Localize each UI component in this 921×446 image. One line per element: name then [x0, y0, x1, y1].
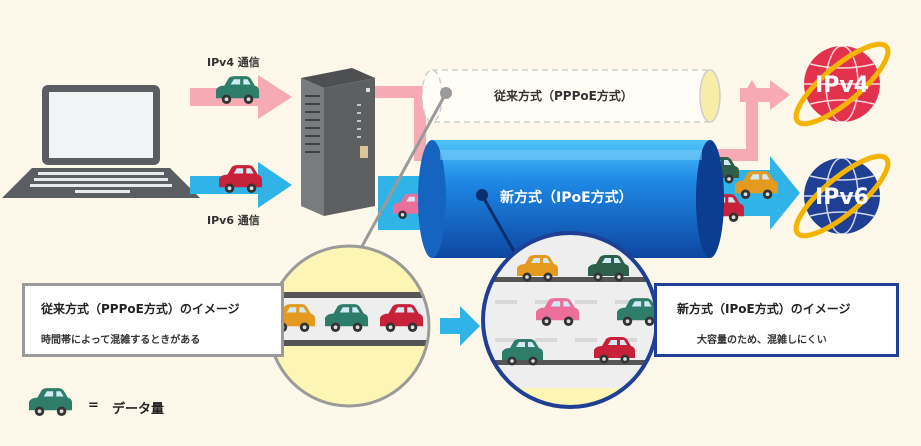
ipv6-globe-icon [793, 153, 891, 239]
ipv6-globe-label: IPv6 [815, 185, 869, 210]
ipv4-communication-label: IPv4 通信 [207, 56, 260, 69]
pppoe-zoom-circle [267, 244, 431, 408]
router-icon [301, 68, 375, 216]
pppoe-method-label: 従来方式（PPPoE方式） [494, 89, 633, 103]
ipoe-info-title: 新方式（IPoE方式）のイメージ [677, 302, 851, 316]
ipoe-info-subtitle: 大容量のため、混雑しにくい [697, 335, 827, 346]
pppoe-info-box: 従来方式（PPPoE方式）のイメージ 時間帯によって混雑するときがある [22, 283, 284, 357]
pppoe-info-title: 従来方式（PPPoE方式）のイメージ [41, 302, 240, 316]
ipv6-outflow [698, 156, 800, 230]
ipoe-method-label: 新方式（IPoE方式） [500, 190, 633, 206]
ipv4-globe-label: IPv4 [815, 73, 869, 98]
ipv6-communication-label: IPv6 通信 [207, 214, 260, 227]
comparison-arrow [440, 306, 480, 346]
laptop-icon [2, 85, 200, 198]
legend-equals: = [88, 398, 99, 413]
ipv6-arrow [190, 162, 292, 208]
pppoe-info-subtitle: 時間帯によって混雑するときがある [41, 335, 201, 346]
ipv4-globe-icon [793, 41, 891, 127]
legend-car-icon [29, 388, 73, 416]
ipoe-info-box: 新方式（IPoE方式）のイメージ 大容量のため、混雑しにくい [654, 283, 899, 357]
ipv4-arrow [190, 75, 292, 119]
pppoe-tube [421, 69, 721, 123]
pppoe-callout-line [358, 92, 448, 251]
ipoe-zoom-circle [481, 231, 659, 409]
ipoe-callout-line [480, 194, 522, 263]
legend-data-volume-label: データ量 [112, 402, 165, 417]
